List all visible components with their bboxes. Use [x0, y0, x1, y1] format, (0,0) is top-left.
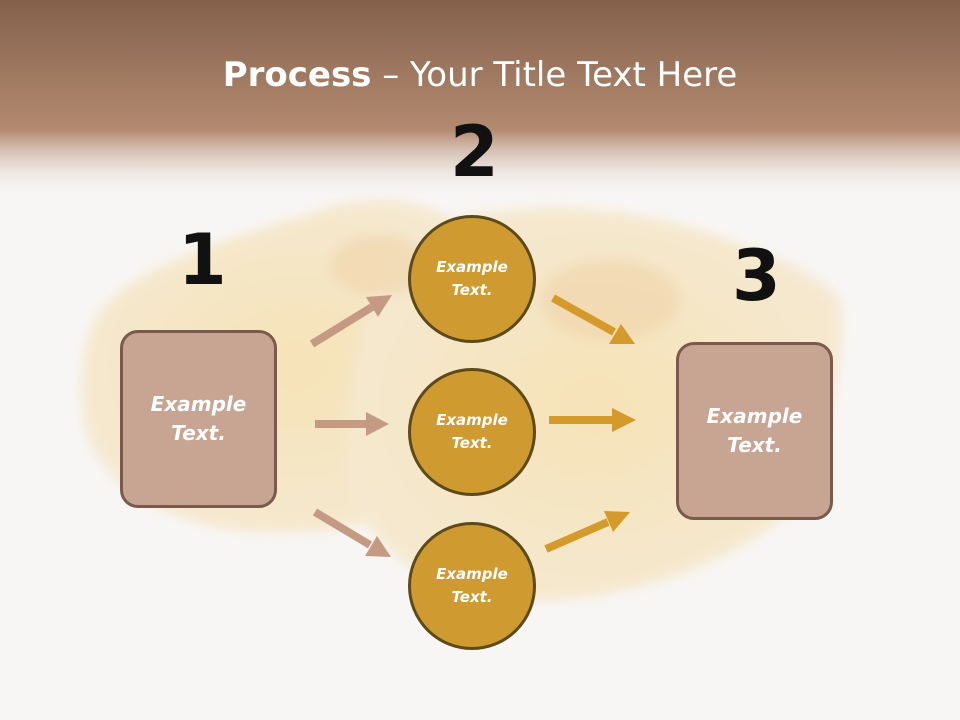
right-box[interactable]: Example Text.: [676, 342, 833, 520]
title-bold: Process: [222, 55, 372, 95]
circle-bottom-text: Example Text.: [436, 565, 508, 606]
step-number-2: 2: [450, 111, 499, 193]
right-box-text: Example Text.: [706, 404, 803, 457]
left-box-text: Example Text.: [150, 392, 247, 445]
circle-middle[interactable]: Example Text.: [408, 368, 536, 496]
slide-title: Process – Your Title Text Here: [0, 52, 960, 98]
arrow-left-down: [312, 508, 391, 557]
step-number-1: 1: [178, 219, 227, 301]
arrow-right-up: [544, 511, 630, 553]
arrow-left-up: [309, 295, 392, 348]
circle-top[interactable]: Example Text.: [408, 215, 536, 343]
arrow-right-middle: [549, 408, 636, 432]
arrow-right-down: [551, 294, 635, 344]
circle-top-text: Example Text.: [436, 258, 508, 299]
step-number-3: 3: [732, 235, 781, 317]
left-box[interactable]: Example Text.: [120, 330, 277, 508]
title-rest: – Your Title Text Here: [371, 55, 738, 95]
arrow-left-middle: [315, 412, 389, 436]
circle-bottom[interactable]: Example Text.: [408, 522, 536, 650]
circle-middle-text: Example Text.: [436, 411, 508, 452]
